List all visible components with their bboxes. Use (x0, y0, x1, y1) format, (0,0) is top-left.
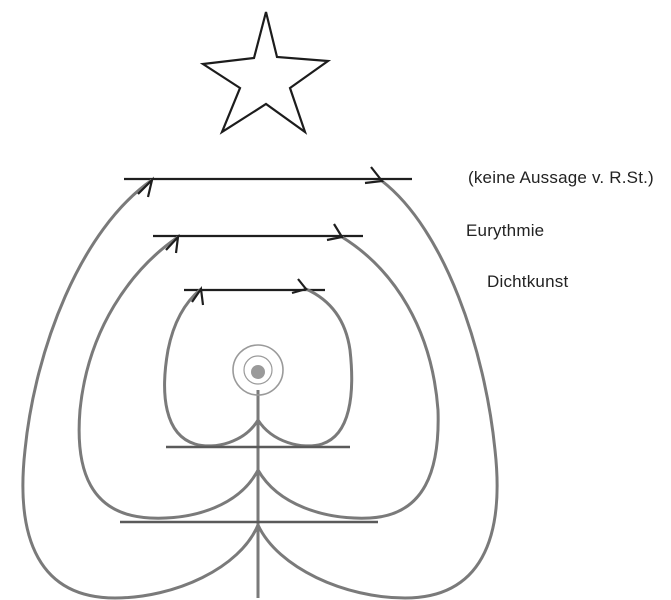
star-icon (203, 12, 328, 132)
outer-loop-right (258, 181, 497, 598)
label-eurythmie: Eurythmie (466, 221, 544, 241)
outer-loop-left (23, 180, 258, 598)
label-dichtkunst: Dichtkunst (487, 272, 568, 292)
arrowhead-top-right (365, 167, 382, 183)
arrowhead-middle-right (327, 224, 342, 240)
circle-core (251, 365, 265, 379)
middle-loop-right (258, 237, 438, 518)
label-keine-aussage: (keine Aussage v. R.St.) (468, 168, 654, 188)
middle-loop-left (79, 237, 258, 518)
